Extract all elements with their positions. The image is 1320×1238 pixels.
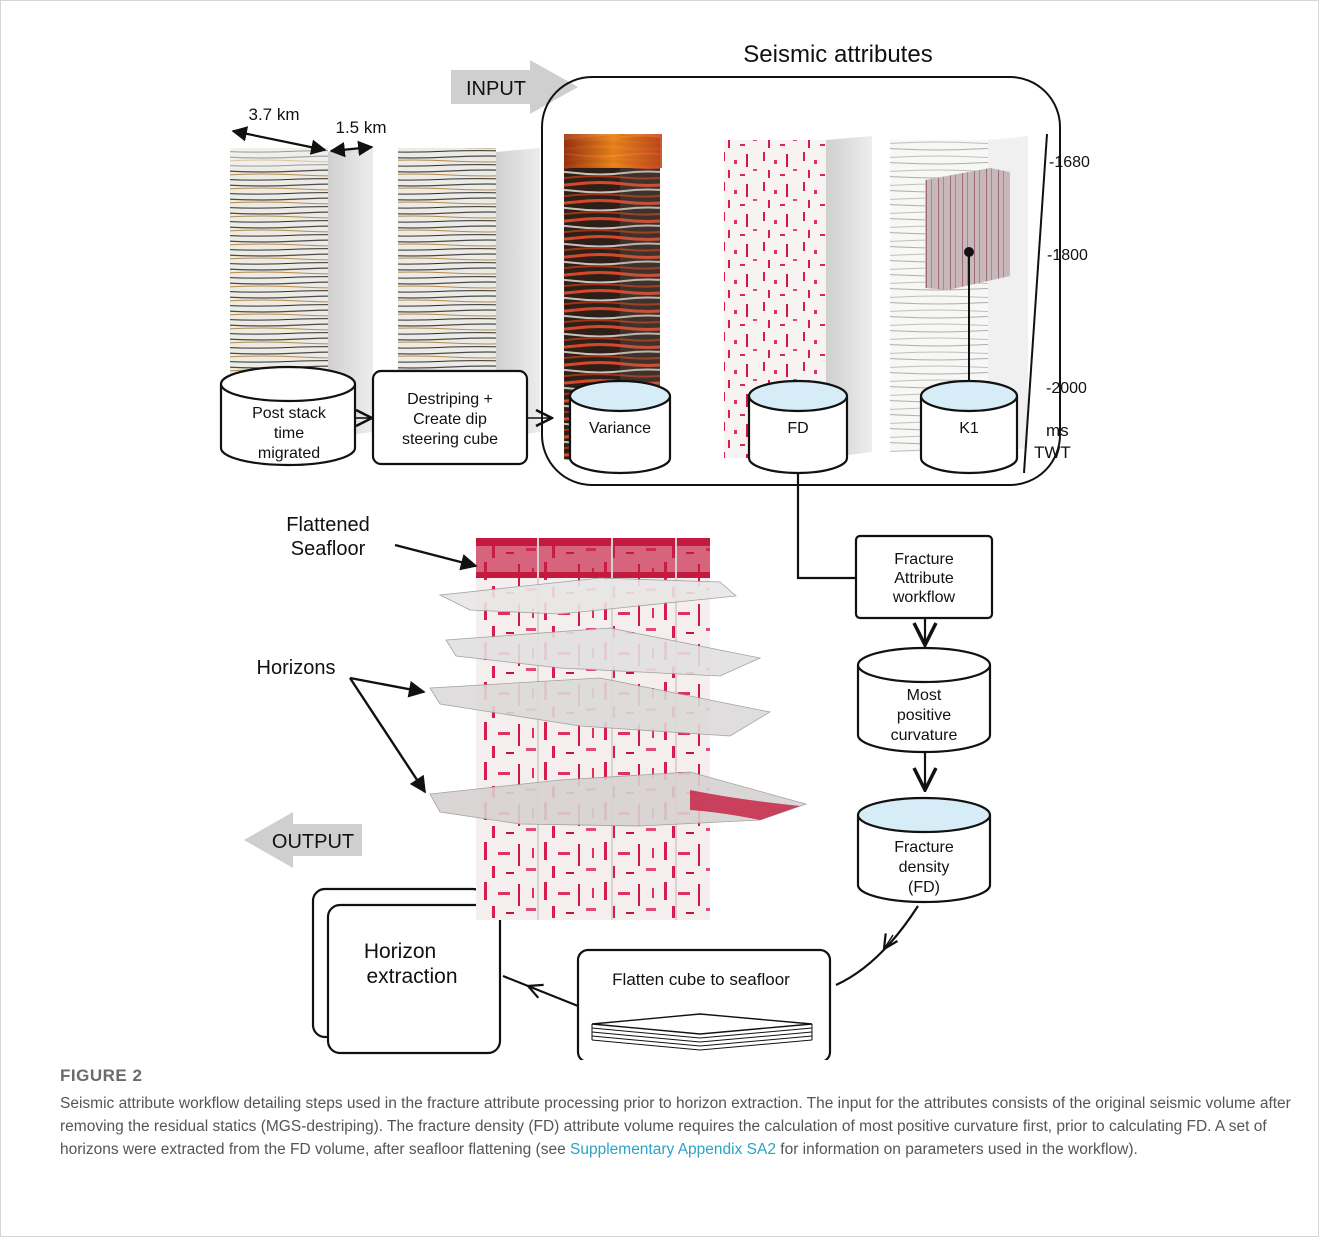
curvature-database: Most positive curvature: [856, 646, 992, 754]
svg-text:FD: FD: [787, 420, 808, 437]
post-stack-database: Post stack time migrated: [219, 365, 357, 467]
svg-text:curvature: curvature: [891, 727, 958, 744]
svg-text:Flatten cube to seafloor: Flatten cube to seafloor: [612, 970, 790, 989]
horizon-surface-3: [429, 677, 772, 737]
output-label: OUTPUT: [272, 831, 354, 853]
time-tick-2: -1800: [1047, 247, 1088, 264]
arrow-density-to-flatten-head: [884, 935, 893, 949]
time-axis: -1680 -1800 -2000 ms TWT: [1023, 133, 1090, 474]
width-dimension-label: 3.7 km: [248, 105, 299, 124]
flattened-fd-cube: [429, 538, 808, 920]
arrow-density-to-flatten: [835, 905, 919, 987]
svg-text:extraction: extraction: [366, 965, 457, 988]
fracture-density-database: Fracture density (FD): [856, 796, 992, 904]
horizon-surface-1: [438, 577, 737, 615]
supplementary-appendix-link[interactable]: Supplementary Appendix SA2: [570, 1141, 776, 1158]
arrow-horizons-2: [348, 677, 427, 794]
time-unit-twt: TWT: [1034, 443, 1071, 462]
flattened-seafloor-label-line2: Seafloor: [291, 538, 366, 560]
svg-text:K1: K1: [959, 420, 979, 437]
figure-caption-text: Seismic attribute workflow detailing ste…: [60, 1092, 1300, 1161]
diagram-title: Seismic attributes: [743, 41, 932, 68]
connector-fd-to-workflow: [796, 473, 856, 580]
input-arrow: INPUT: [451, 60, 578, 114]
fd-database: FD: [747, 379, 849, 475]
variance-cube: [564, 134, 662, 462]
horizon-extraction-box: Horizon extraction: [311, 887, 502, 1055]
svg-text:density: density: [899, 859, 950, 876]
svg-text:Fracture: Fracture: [894, 551, 954, 568]
horizons-label: Horizons: [257, 657, 336, 679]
svg-text:steering cube: steering cube: [402, 431, 498, 448]
svg-text:Destriping +: Destriping +: [407, 391, 493, 408]
svg-text:Fracture: Fracture: [894, 839, 954, 856]
flatten-box: Flatten cube to seafloor: [576, 948, 832, 1060]
svg-text:Attribute: Attribute: [894, 570, 954, 587]
svg-text:positive: positive: [897, 707, 951, 724]
attributes-frame: [541, 76, 1061, 486]
input-label: INPUT: [466, 78, 526, 100]
time-tick-3: -2000: [1046, 380, 1087, 397]
svg-text:Variance: Variance: [589, 420, 651, 437]
depth-dimension-arrow: [329, 140, 374, 158]
time-tick-1: -1680: [1049, 154, 1090, 171]
caption-text-start: Seismic attribute workflow detailing ste…: [60, 1095, 1291, 1158]
svg-text:Most: Most: [907, 687, 942, 704]
arrow-horizons-1: [349, 676, 426, 698]
figure-caption: FIGURE 2 Seismic attribute workflow deta…: [60, 1066, 1300, 1161]
workflow-diagram: Seismic attributes INPUT 3.7 km 1.5 km: [219, 41, 1090, 1060]
svg-text:(FD): (FD): [908, 879, 940, 896]
output-arrow: OUTPUT: [244, 812, 362, 868]
k1-database: K1: [919, 379, 1019, 475]
svg-text:Horizon: Horizon: [364, 940, 436, 963]
flattened-seafloor-label-line1: Flattened: [286, 514, 369, 536]
svg-text:migrated: migrated: [258, 445, 320, 462]
caption-text-end: for information on parameters used in th…: [775, 1141, 1138, 1158]
variance-database: Variance: [568, 379, 672, 475]
fracture-workflow-box: Fracture Attribute workflow: [854, 534, 994, 620]
arrow-flatten-to-horizon-head: [528, 986, 546, 993]
horizon-surface-2: [445, 627, 762, 677]
svg-text:Create dip: Create dip: [413, 411, 487, 428]
time-unit-ms: ms: [1046, 421, 1069, 440]
svg-text:workflow: workflow: [892, 589, 956, 606]
arrow-flattened-seafloor: [394, 543, 478, 571]
destriping-box: Destriping + Create dip steering cube: [371, 369, 529, 466]
flattened-layers-icon: [591, 1013, 813, 1051]
svg-text:time: time: [274, 425, 304, 442]
width-dimension-arrow: [231, 126, 327, 155]
figure-label: FIGURE 2: [60, 1066, 143, 1085]
depth-dimension-label: 1.5 km: [335, 118, 386, 137]
svg-text:Post stack: Post stack: [252, 405, 327, 422]
